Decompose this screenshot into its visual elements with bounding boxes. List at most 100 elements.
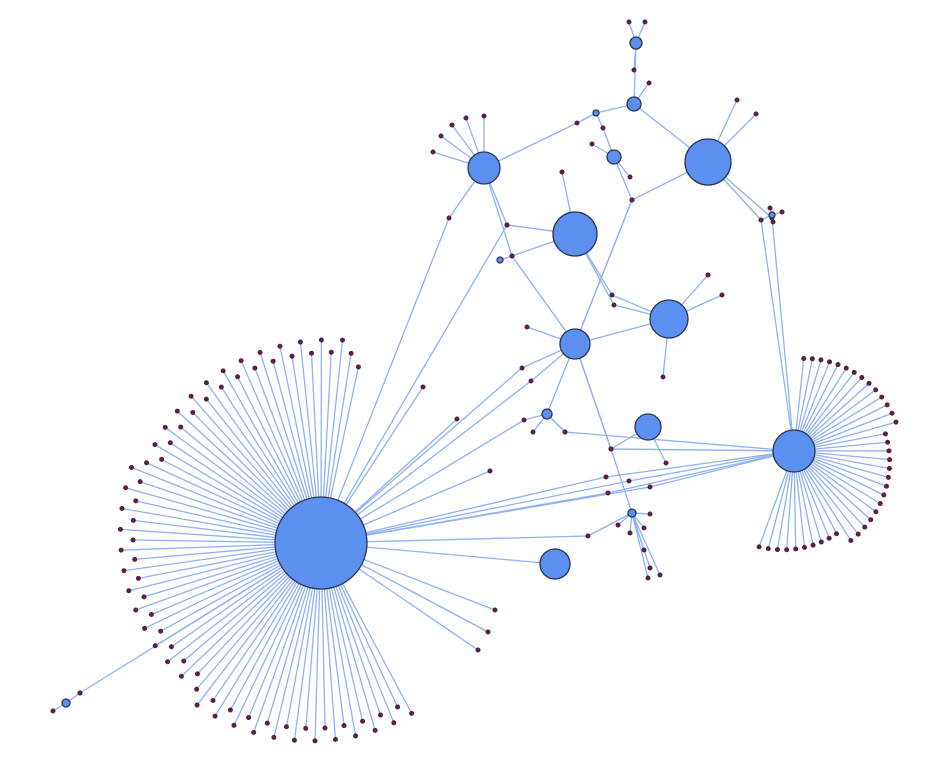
leaf-node[interactable] — [559, 169, 565, 175]
leaf-node[interactable] — [395, 704, 401, 710]
leaf-node[interactable] — [246, 715, 252, 721]
hub-node-s6[interactable] — [627, 508, 637, 518]
leaf-node[interactable] — [627, 174, 633, 180]
leaf-node[interactable] — [767, 205, 773, 211]
leaf-node[interactable] — [50, 708, 56, 714]
leaf-node[interactable] — [178, 673, 184, 679]
leaf-node[interactable] — [212, 713, 218, 719]
leaf-node[interactable] — [605, 490, 611, 496]
leaf-node[interactable] — [446, 215, 452, 221]
leaf-node[interactable] — [218, 384, 224, 390]
leaf-node[interactable] — [802, 544, 808, 550]
leaf-node[interactable] — [130, 537, 136, 543]
leaf-node[interactable] — [801, 356, 807, 362]
leaf-node[interactable] — [562, 429, 568, 435]
leaf-node[interactable] — [231, 722, 237, 728]
leaf-node[interactable] — [641, 525, 647, 531]
hub-node-h3[interactable] — [684, 138, 732, 186]
leaf-node[interactable] — [530, 429, 536, 435]
leaf-node[interactable] — [438, 133, 444, 139]
leaf-node[interactable] — [332, 736, 338, 742]
leaf-node[interactable] — [158, 628, 164, 634]
leaf-node[interactable] — [377, 712, 383, 718]
hub-node-h1[interactable] — [772, 429, 816, 473]
leaf-node[interactable] — [492, 607, 498, 613]
leaf-node[interactable] — [133, 498, 139, 504]
leaf-node[interactable] — [409, 710, 415, 716]
leaf-node[interactable] — [866, 380, 872, 386]
leaf-node[interactable] — [130, 517, 136, 523]
leaf-node[interactable] — [188, 393, 194, 399]
leaf-node[interactable] — [430, 149, 436, 155]
leaf-node[interactable] — [121, 568, 127, 574]
leaf-node[interactable] — [194, 671, 200, 677]
leaf-node[interactable] — [141, 594, 147, 600]
leaf-node[interactable] — [886, 465, 892, 471]
leaf-node[interactable] — [521, 417, 527, 423]
leaf-node[interactable] — [893, 419, 899, 425]
leaf-node[interactable] — [142, 625, 148, 631]
leaf-node[interactable] — [574, 120, 580, 126]
leaf-node[interactable] — [297, 339, 303, 345]
leaf-node[interactable] — [886, 448, 892, 454]
leaf-node[interactable] — [779, 209, 785, 215]
leaf-node[interactable] — [227, 707, 233, 713]
hub-node-h4[interactable] — [552, 211, 598, 257]
leaf-node[interactable] — [753, 111, 759, 117]
leaf-node[interactable] — [277, 343, 283, 349]
leaf-node[interactable] — [657, 572, 663, 578]
leaf-node[interactable] — [132, 556, 138, 562]
leaf-node[interactable] — [504, 222, 510, 228]
leaf-node[interactable] — [137, 479, 143, 485]
leaf-node[interactable] — [126, 588, 132, 594]
leaf-node[interactable] — [734, 97, 740, 103]
hub-node-s7[interactable] — [61, 698, 71, 708]
leaf-node[interactable] — [353, 733, 359, 739]
leaf-node[interactable] — [826, 535, 832, 541]
leaf-node[interactable] — [873, 509, 879, 515]
leaf-node[interactable] — [770, 219, 776, 225]
leaf-node[interactable] — [818, 357, 824, 363]
leaf-node[interactable] — [341, 723, 347, 729]
leaf-node[interactable] — [647, 484, 653, 490]
leaf-node[interactable] — [203, 396, 209, 402]
leaf-node[interactable] — [303, 725, 309, 731]
hub-node-h2[interactable] — [467, 151, 501, 185]
leaf-node[interactable] — [194, 702, 200, 708]
leaf-node[interactable] — [647, 511, 653, 517]
leaf-node[interactable] — [647, 565, 653, 571]
leaf-node[interactable] — [642, 19, 648, 25]
leaf-node[interactable] — [774, 547, 780, 553]
leaf-node[interactable] — [144, 460, 150, 466]
leaf-node[interactable] — [835, 362, 841, 368]
leaf-node[interactable] — [719, 292, 725, 298]
leaf-node[interactable] — [117, 526, 123, 532]
leaf-node[interactable] — [485, 629, 491, 635]
leaf-node[interactable] — [881, 492, 887, 498]
leaf-node[interactable] — [174, 408, 180, 414]
leaf-node[interactable] — [168, 644, 174, 650]
leaf-node[interactable] — [391, 720, 397, 726]
leaf-node[interactable] — [203, 380, 209, 386]
leaf-node[interactable] — [264, 720, 270, 726]
leaf-node[interactable] — [123, 485, 129, 491]
hub-node-s2[interactable] — [626, 96, 642, 112]
leaf-node[interactable] — [118, 547, 124, 553]
leaf-node[interactable] — [765, 546, 771, 552]
hub-node-s9[interactable] — [768, 211, 776, 219]
leaf-node[interactable] — [843, 365, 849, 371]
leaf-node[interactable] — [238, 358, 244, 364]
leaf-node[interactable] — [663, 460, 669, 466]
hub-node-s3[interactable] — [592, 109, 600, 117]
leaf-node[interactable] — [449, 122, 455, 128]
leaf-node[interactable] — [178, 424, 184, 430]
leaf-node[interactable] — [879, 394, 885, 400]
leaf-node[interactable] — [220, 368, 226, 374]
leaf-node[interactable] — [859, 375, 865, 381]
leaf-node[interactable] — [631, 67, 637, 73]
leaf-node[interactable] — [603, 474, 609, 480]
leaf-node[interactable] — [868, 517, 874, 523]
leaf-node[interactable] — [340, 337, 346, 343]
leaf-node[interactable] — [626, 19, 632, 25]
leaf-node[interactable] — [615, 522, 621, 528]
